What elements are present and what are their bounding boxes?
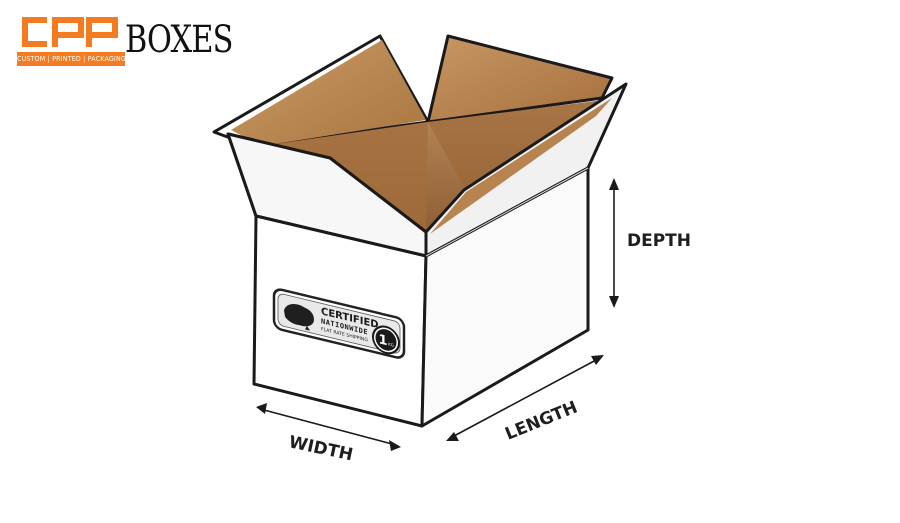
weight-badge: 1 KG [372,325,400,355]
cpp-logo-mark [22,17,118,47]
weight-value: 1 [378,332,387,349]
certified-shipping-label: CERTIFIED NATIONWIDE FLAT RATE SHIPPING … [272,288,406,359]
logo-tagline: CUSTOM | PRINTED | PACKAGING [17,52,125,66]
depth-arrow [609,178,619,308]
logo-wordmark: BOXES [125,18,233,61]
cpp-boxes-logo: BOXES CUSTOM | PRINTED | PACKAGING [17,15,233,67]
width-arrow [256,403,401,451]
weight-unit: KG [388,341,394,347]
box-interior-left [262,122,428,232]
box-interior-right [428,100,604,190]
length-arrow [446,355,604,441]
width-label: WIDTH [287,432,355,465]
depth-label: DEPTH [627,231,691,251]
front-right-flap-inside [430,98,612,234]
australia-map-icon [284,304,314,331]
back-left-flap-inside [231,40,426,146]
back-right-flap [426,34,614,124]
